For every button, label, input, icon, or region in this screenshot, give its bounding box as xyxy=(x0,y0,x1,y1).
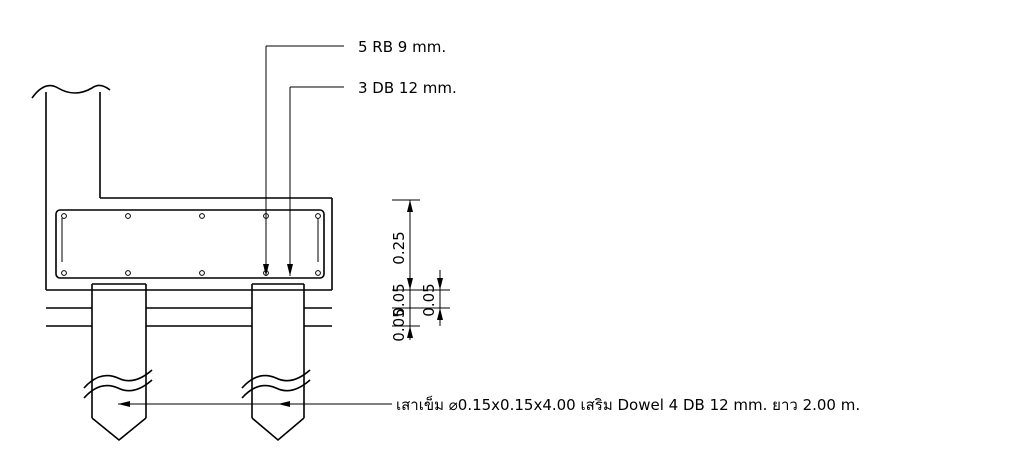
stirrup-cage xyxy=(55,209,325,279)
pile-note-label: เสาเข็ม ⌀0.15x0.15x4.00 เสริม Dowel 4 DB… xyxy=(396,395,860,414)
main-bar-label: 3 DB 12 mm. xyxy=(358,79,457,97)
leader-stirrup xyxy=(263,45,344,276)
leader-main-bar xyxy=(287,86,344,276)
dim-right-gap: 0.05 xyxy=(420,283,438,316)
rebar-dots-top xyxy=(61,213,321,219)
dim-lower-gap: 0.05 xyxy=(390,308,408,341)
rebar-dots-bottom xyxy=(61,270,321,276)
dim-beam-depth: 0.25 xyxy=(390,231,408,264)
pile-left xyxy=(83,283,153,442)
wall-outline xyxy=(31,84,333,291)
pile-right xyxy=(241,283,311,442)
leader-pile xyxy=(118,401,392,407)
dimension-group xyxy=(392,199,450,340)
ground-lines xyxy=(46,307,332,327)
dim-upper-gap: 0.05 xyxy=(390,283,408,316)
stirrup-label: 5 RB 9 mm. xyxy=(358,38,446,56)
